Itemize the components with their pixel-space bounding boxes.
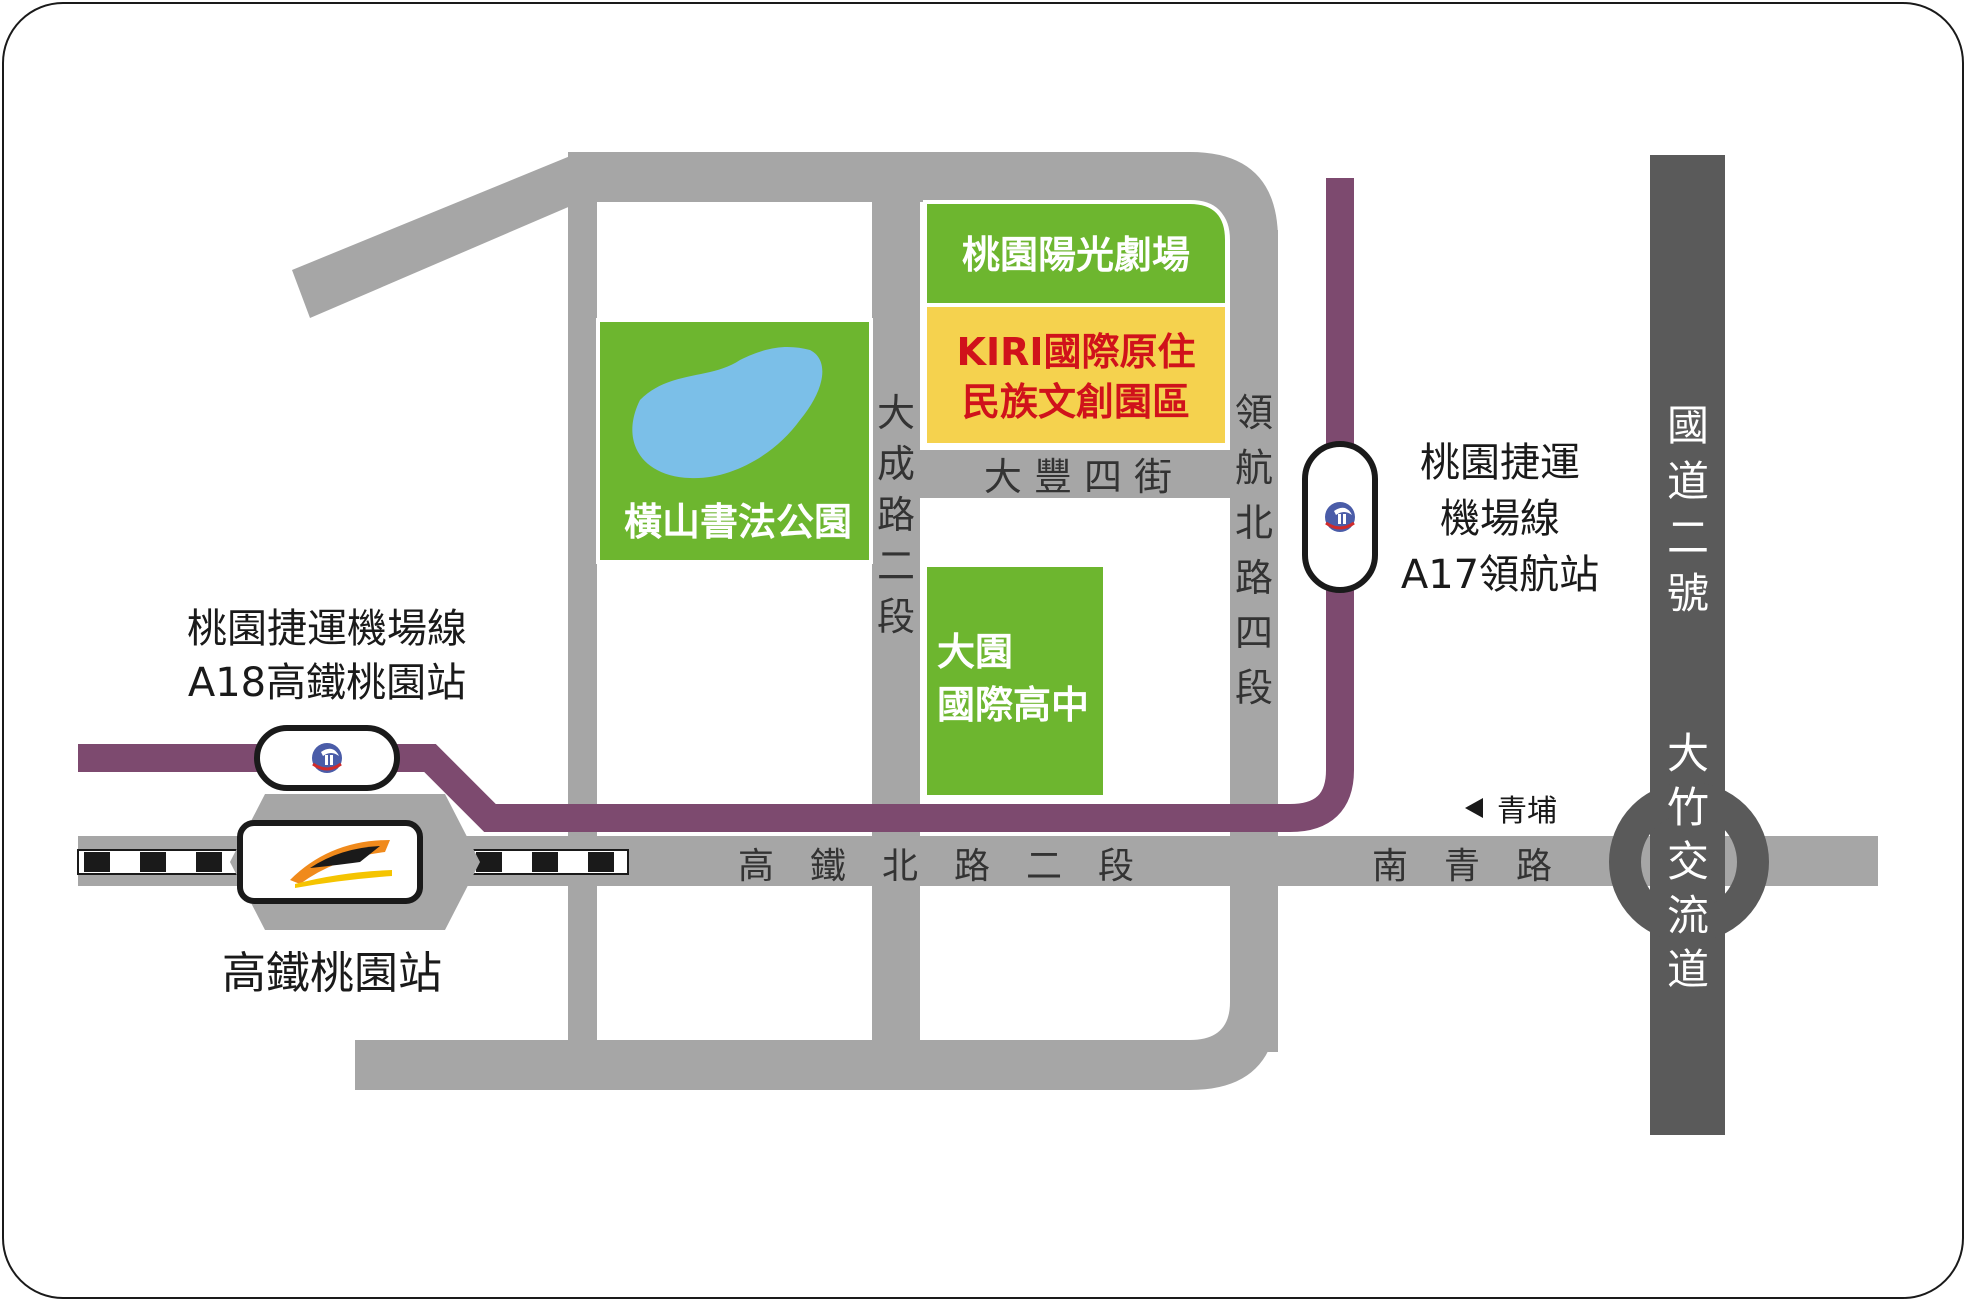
labels: 桃園陽光劇場 KIRI國際原住 民族文創園區 橫山書法公園 大園 國際高中 大 …	[187, 233, 1709, 999]
linghang-road-char: 路	[1235, 556, 1273, 600]
mrt-logo-icon	[1325, 502, 1355, 532]
a18-label-line: A18高鐵桃園站	[188, 660, 466, 706]
parcels	[596, 200, 1229, 799]
track-tie	[532, 852, 558, 872]
dacheng-road-char: 成	[877, 442, 915, 486]
track-tie	[140, 852, 166, 872]
freeway	[1650, 155, 1725, 1135]
freeway-group	[1609, 155, 1769, 1135]
school-label-line2: 國際高中	[937, 683, 1089, 727]
interchange-char: 大	[1667, 729, 1709, 778]
hsr-station-label: 高鐵桃園站	[222, 948, 442, 999]
left-vertical-road	[568, 152, 597, 1090]
dacheng-road-char: 大	[877, 391, 915, 435]
mrt-logo-icon	[312, 743, 342, 773]
dacheng-road-char: 段	[877, 595, 915, 639]
interchange-char: 交	[1667, 837, 1709, 886]
lake	[632, 347, 823, 479]
track-tie	[196, 852, 222, 872]
interchange-char: 流	[1667, 891, 1709, 940]
a17-label-line: A17領航站	[1401, 552, 1599, 598]
a18-label-line: 桃園捷運機場線	[187, 606, 467, 652]
kiri-label-line2: 民族文創園區	[962, 380, 1190, 424]
bottom-road	[355, 980, 1278, 1090]
a18-station[interactable]	[254, 725, 400, 791]
interchange-ring	[1609, 782, 1769, 942]
track-tie	[588, 852, 614, 872]
theater-label: 桃園陽光劇場	[962, 233, 1190, 277]
park-label: 橫山書法公園	[624, 500, 852, 544]
dacheng-road-char: 二	[877, 544, 915, 588]
qingpu-label: 青埔	[1497, 794, 1557, 829]
linghang-road-char: 段	[1235, 666, 1273, 710]
dafeng-road-label: 大 豐 四 街	[984, 455, 1172, 499]
dafeng-road	[920, 450, 1230, 498]
school-label-line1: 大園	[937, 630, 1013, 674]
linghang-road-char: 航	[1235, 446, 1273, 490]
linghang-road-char: 北	[1235, 501, 1273, 545]
dacheng-road	[872, 202, 920, 1090]
nanqing-road-label: 南 青 路	[1372, 846, 1552, 887]
a17-label-line: 桃園捷運	[1420, 440, 1580, 486]
a17-station-label: 桃園捷運機場線 A17領航站	[1401, 440, 1599, 598]
a17-label-line: 機場線	[1440, 496, 1560, 542]
hsr-station[interactable]	[237, 820, 423, 904]
a17-station[interactable]	[1302, 441, 1378, 593]
a18-station-label: 桃園捷運機場線 A18高鐵桃園站	[187, 606, 467, 706]
hsr-train-icon	[290, 840, 392, 888]
top-road	[568, 152, 1278, 240]
mrt-line	[78, 178, 1354, 832]
interchange-char: 道	[1667, 945, 1709, 994]
kiri-label-line1: KIRI國際原住	[957, 330, 1196, 374]
diagonal-road	[292, 152, 580, 318]
school-block	[923, 563, 1107, 799]
gaotie-north-road-label: 高 鐵 北 路 二 段	[738, 846, 1134, 887]
track-tie	[476, 852, 502, 872]
dacheng-road-char: 路	[877, 493, 915, 537]
freeway-char: 道	[1667, 457, 1709, 506]
freeway-char: 國	[1667, 401, 1709, 450]
freeway-char: 號	[1667, 569, 1709, 618]
linghang-road-char: 四	[1235, 611, 1273, 655]
linghang-road	[1230, 230, 1278, 1052]
freeway-char: 二	[1667, 513, 1709, 562]
interchange-char: 竹	[1667, 783, 1709, 832]
linghang-road-char: 領	[1235, 391, 1273, 435]
kiri-block	[923, 303, 1229, 447]
qingpu-arrow-icon	[1465, 798, 1483, 818]
track-tie	[84, 852, 110, 872]
theater-block	[923, 200, 1229, 307]
